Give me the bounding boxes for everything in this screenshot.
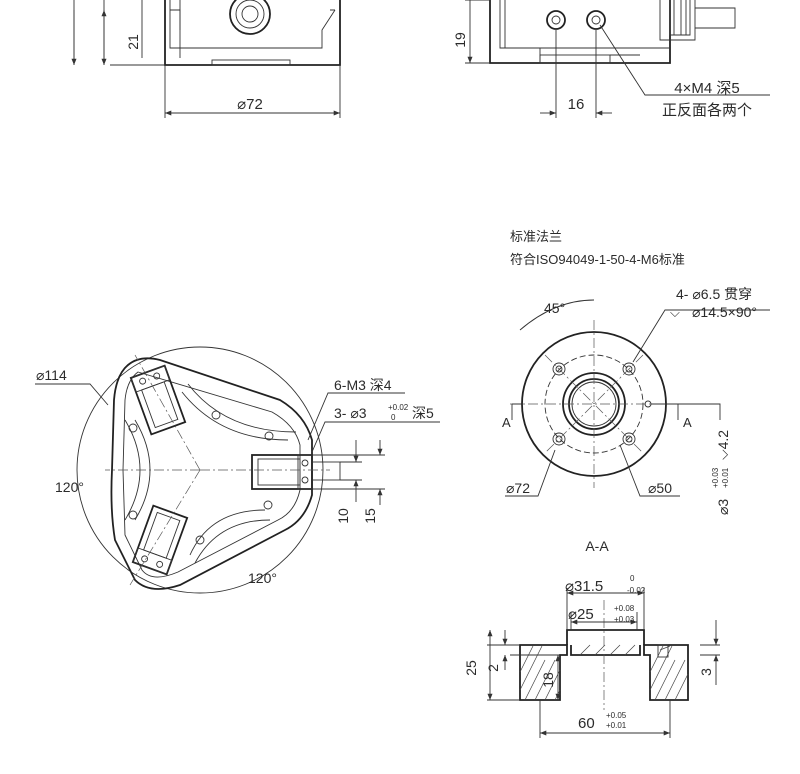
gripper-pin-depth: 深5 <box>412 405 434 421</box>
section-dim-60: 60 <box>578 715 595 732</box>
top-right-view: 19 16 4×M4 深5 正反面各两个 <box>452 0 770 119</box>
thread-note-line2: 正反面各两个 <box>662 102 752 119</box>
section-dim-60-tol-upper: +0.05 <box>606 711 627 720</box>
top-left-diameter-dim: ⌀72 <box>237 96 263 113</box>
top-right-spacing-dim: 16 <box>568 96 585 113</box>
gripper-angle-left: 120° <box>55 479 84 495</box>
section-dim-18: 18 <box>540 672 556 688</box>
section-dim-25-tol-lower: +0.03 <box>614 615 635 624</box>
flange-pcd-dim: ⌀50 <box>648 480 672 496</box>
gripper-pin-note: 3- ⌀3 <box>334 405 367 421</box>
gripper-angle-bottom: 120° <box>248 570 277 586</box>
flange-standard: 符合ISO94049-1-50-4-M6标准 <box>510 252 685 267</box>
flange-pin-depth: ⌵4.2 <box>715 430 731 460</box>
gripper-pin-tol-lower: 0 <box>391 413 396 422</box>
section-mark-left: A <box>502 415 511 430</box>
section-dim-31-5: ⌀31.5 <box>565 578 603 595</box>
flange-outer-dim: ⌀72 <box>506 480 530 496</box>
flange-pin-tol-lower: +0.01 <box>721 467 730 488</box>
top-left-height-dim: 21 <box>125 34 141 50</box>
flange-hole-note1: 4- ⌀6.5 贯穿 <box>676 286 752 302</box>
section-dim-25-height: 25 <box>463 660 479 676</box>
top-right-height-dim: 19 <box>452 32 468 48</box>
gripper-thread-note: 6-M3 深4 <box>334 377 392 393</box>
flange-angle: 45° <box>544 300 565 316</box>
gripper-dim-10: 10 <box>335 508 351 524</box>
section-dim-3: 3 <box>698 668 714 676</box>
section-dim-31-5-tol-lower: -0.02 <box>627 586 646 595</box>
section-title: A-A <box>585 538 609 554</box>
flange-hole-note2: ⌀14.5×90° <box>692 304 757 320</box>
section-dim-25-tol-upper: +0.08 <box>614 604 635 613</box>
section-view: ⌀31.5 0 -0.02 ⌀25 +0.08 +0.03 25 2 18 3 … <box>463 574 720 738</box>
section-dim-25: ⌀25 <box>568 606 594 623</box>
section-dim-2: 2 <box>485 664 501 672</box>
section-mark-right: A <box>683 415 692 430</box>
gripper-dim-15: 15 <box>362 508 378 524</box>
flange-hole-note-symbol: ⌵ <box>670 305 680 320</box>
thread-note-line1: 4×M4 深5 <box>674 80 739 97</box>
flange-pin-tol-upper: +0.03 <box>711 467 720 488</box>
top-left-view: 21 ⌀72 <box>71 0 341 118</box>
flange-title: 标准法兰 <box>510 229 562 244</box>
flange-pin-hole: ⌀3 <box>715 499 731 515</box>
section-dim-60-tol-lower: +0.01 <box>606 721 627 730</box>
section-dim-31-5-tol-upper: 0 <box>630 574 635 583</box>
gripper-view: ⌀114 6-M3 深4 3- ⌀3 +0.02 0 深5 120° 120° … <box>35 346 440 594</box>
flange-view: 45° 4- ⌀6.5 贯穿 ⌵ ⌀14.5×90° A A ⌀72 ⌀50 ⌀… <box>502 286 770 515</box>
gripper-diameter-dim: ⌀114 <box>36 367 67 383</box>
gripper-pin-tol-upper: +0.02 <box>388 403 409 412</box>
